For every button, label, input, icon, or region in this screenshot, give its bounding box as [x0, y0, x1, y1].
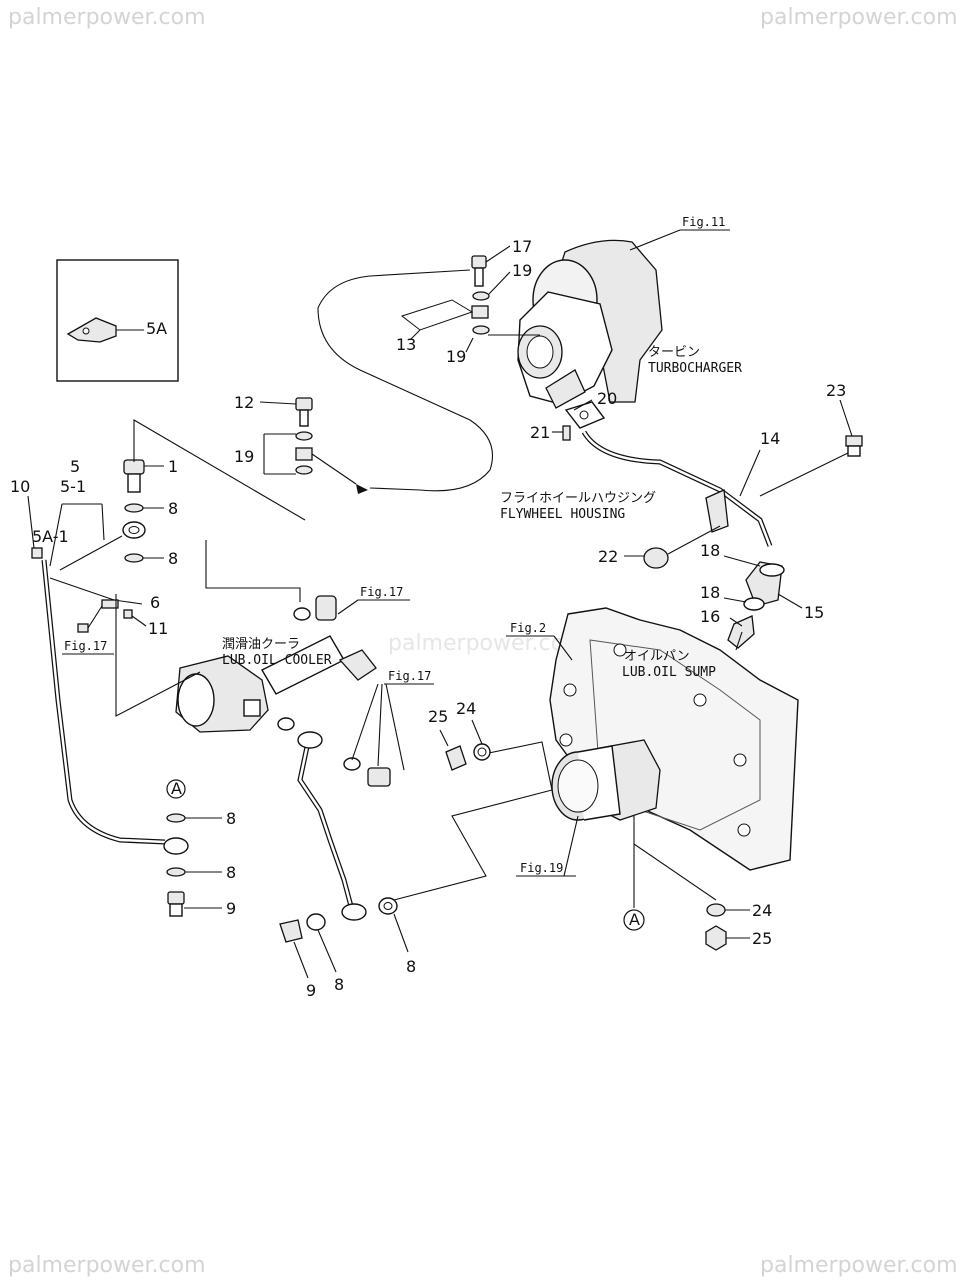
connector-a-bottom-label: A — [629, 910, 640, 929]
part-25b-label: 25 — [752, 929, 772, 948]
connector-a-top-label: A — [171, 779, 182, 798]
part-18b-label: 18 — [700, 583, 720, 602]
part-23-label: 23 — [826, 381, 846, 400]
part-13-label: 13 — [396, 335, 416, 354]
part-20-label: 20 — [597, 389, 617, 408]
flywheel-label-jp: フライホイールハウジング — [500, 491, 656, 506]
return-pipe-group: 14 23 22 18 18 15 16 — [581, 381, 863, 651]
part-19b-label: 19 — [446, 347, 466, 366]
drain-plug-group: 25 24 — [428, 699, 491, 771]
part-22-label: 22 — [598, 547, 618, 566]
inset-part-label: 5A — [146, 319, 167, 338]
fig-ref-sump: Fig.2 — [510, 621, 546, 635]
watermark-bottom-right: palmerpower.com — [760, 1253, 958, 1278]
part-17-label: 17 — [512, 237, 532, 256]
part-10-label: 10 — [10, 477, 30, 496]
part-8f-label: 8 — [334, 975, 344, 994]
part-14-label: 14 — [760, 429, 780, 448]
part-8a-label: 8 — [168, 499, 178, 518]
part-24b-label: 24 — [752, 901, 772, 920]
part-16-label: 16 — [700, 607, 720, 626]
part-24a-label: 24 — [456, 699, 476, 718]
turbo-label-jp: タービン — [648, 345, 700, 360]
watermark-bottom-left: palmerpower.com — [8, 1253, 206, 1278]
watermark-center: palmerpower.com — [388, 631, 586, 656]
part-8d-label: 8 — [226, 863, 236, 882]
watermark-top-left: palmerpower.com — [8, 5, 206, 30]
sump-label-en: LUB.OIL SUMP — [622, 665, 716, 680]
lower-left-fittings: A 8 8 9 — [163, 779, 236, 918]
watermark-top-right: palmerpower.com — [760, 5, 958, 30]
inset-box-5a: 5A — [56, 259, 179, 382]
part-9b-label: 9 — [306, 981, 316, 1000]
part-1-label: 1 — [168, 457, 178, 476]
part-25a-label: 25 — [428, 707, 448, 726]
part-11-label: 11 — [148, 619, 168, 638]
left-pipe-labels: 10 5 5-1 5A-1 6 11 Fig.17 — [10, 457, 168, 655]
part-8c-label: 8 — [226, 809, 236, 828]
fig-ref-cooler: Fig.17 — [360, 585, 403, 599]
part-19a-label: 19 — [512, 261, 532, 280]
sump-label-jp: オイルパン — [624, 649, 690, 664]
fig-ref-left-pipe: Fig.17 — [64, 639, 107, 653]
part-21-label: 21 — [530, 423, 550, 442]
fig-ref-filter: Fig.19 — [520, 861, 563, 875]
cooler-label-en: LUB.OIL COOLER — [222, 653, 332, 668]
lub-oil-cooler-illustration: Fig.17 潤滑油クーラ LUB.OIL COOLER — [115, 540, 410, 733]
fig-ref-cooler-plug: Fig.17 — [388, 669, 431, 683]
engine-block-illustration: Fig.2 オイルパン LUB.OIL SUMP — [506, 607, 799, 871]
turbo-label-en: TURBOCHARGER — [648, 361, 742, 376]
part-12-label: 12 — [234, 393, 254, 412]
part-9a-label: 9 — [226, 899, 236, 918]
part-5-label: 5 — [70, 457, 80, 476]
part-6-label: 6 — [150, 593, 160, 612]
part-15-label: 15 — [804, 603, 824, 622]
part-8b-label: 8 — [168, 549, 178, 568]
part-18a-label: 18 — [700, 541, 720, 560]
turbo-bolt-group: 17 19 19 13 — [396, 237, 540, 366]
fig-ref-turbo: Fig.11 — [682, 215, 725, 229]
flywheel-label-en: FLYWHEEL HOUSING — [500, 507, 625, 522]
part-5a-1-label: 5A-1 — [32, 527, 69, 546]
bolt-12-group: 12 19 — [234, 393, 368, 494]
middle-pipe-group: Fig.17 8 8 9 — [277, 669, 553, 1000]
cooler-label-jp: 潤滑油クーラ — [222, 637, 300, 652]
part-19c-label: 19 — [234, 447, 254, 466]
oil-filter-illustration: Fig.19 A 24 25 — [516, 739, 772, 951]
part-5-1-label: 5-1 — [60, 477, 86, 496]
turbocharger-illustration: Fig.11 タービン TURBOCHARGER 20 21 — [517, 215, 742, 442]
part-8e-label: 8 — [406, 957, 416, 976]
left-fitting-group: 1 8 8 — [59, 419, 306, 571]
